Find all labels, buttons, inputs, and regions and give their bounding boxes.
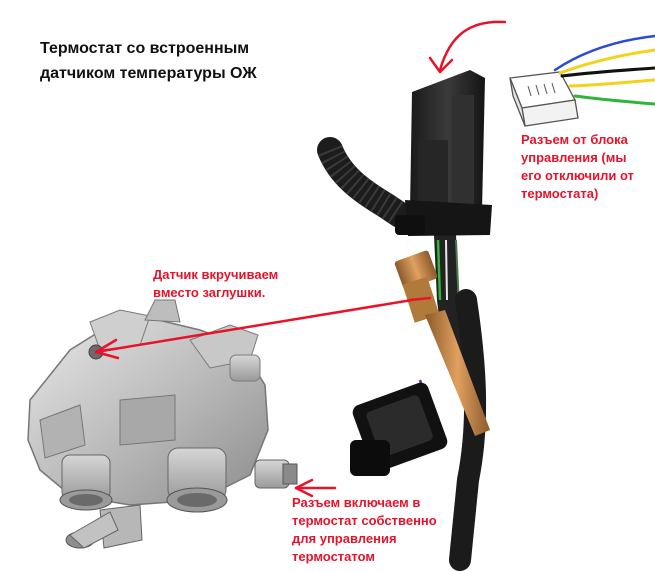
thermostat-connector-label-line-4: термостатом xyxy=(292,549,375,564)
inlet-pipe-bottom xyxy=(65,504,143,549)
ecu-connector-label-line-4: термостата) xyxy=(521,186,599,201)
sensor-label-line-1: Датчик вкручиваем xyxy=(153,267,279,282)
annotation-arrows xyxy=(94,20,507,498)
thermostat-connector-label-line-3: для управления xyxy=(292,531,397,546)
ecu-connector-body xyxy=(395,70,492,236)
connector-port xyxy=(254,459,298,489)
arrow-ecu-connector xyxy=(438,20,507,72)
title-line-2: датчиком температуры ОЖ xyxy=(40,65,257,82)
sensor-label: Датчик вкручиваем вместо заглушки. xyxy=(153,266,278,302)
outlet-pipe-left xyxy=(59,454,113,511)
ecu-connector-label: Разъем от блока управления (мы его отклю… xyxy=(521,131,634,203)
title-line-1: Термостат со встроенным xyxy=(40,40,250,57)
ecu-connector-label-line-3: его отключили от xyxy=(521,168,634,183)
sensor-label-line-2: вместо заглушки. xyxy=(153,285,266,300)
thermostat-connector-label: Разъем включаем в термостат собственно д… xyxy=(292,494,437,566)
arrow-sensor xyxy=(94,298,414,354)
thermostat-connector-label-line-2: термостат собственно xyxy=(292,513,437,528)
corrugated-hose xyxy=(317,137,413,228)
thermostat-connector-body xyxy=(350,382,448,476)
diagram-title: Термостат со встроенным датчиком темпера… xyxy=(40,36,340,86)
outlet-pipe-right xyxy=(166,447,228,513)
ecu-connector-outline xyxy=(509,71,579,127)
arrow-sensor-down xyxy=(408,296,432,302)
thermostat-housing xyxy=(27,299,298,549)
ecu-connector-label-line-2: управления (мы xyxy=(521,150,627,165)
colored-wires xyxy=(553,34,655,106)
ecu-connector-label-line-1: Разъем от блока xyxy=(521,132,628,147)
thermostat-connector-label-line-1: Разъем включаем в xyxy=(292,495,421,510)
temperature-sensor xyxy=(394,250,490,436)
